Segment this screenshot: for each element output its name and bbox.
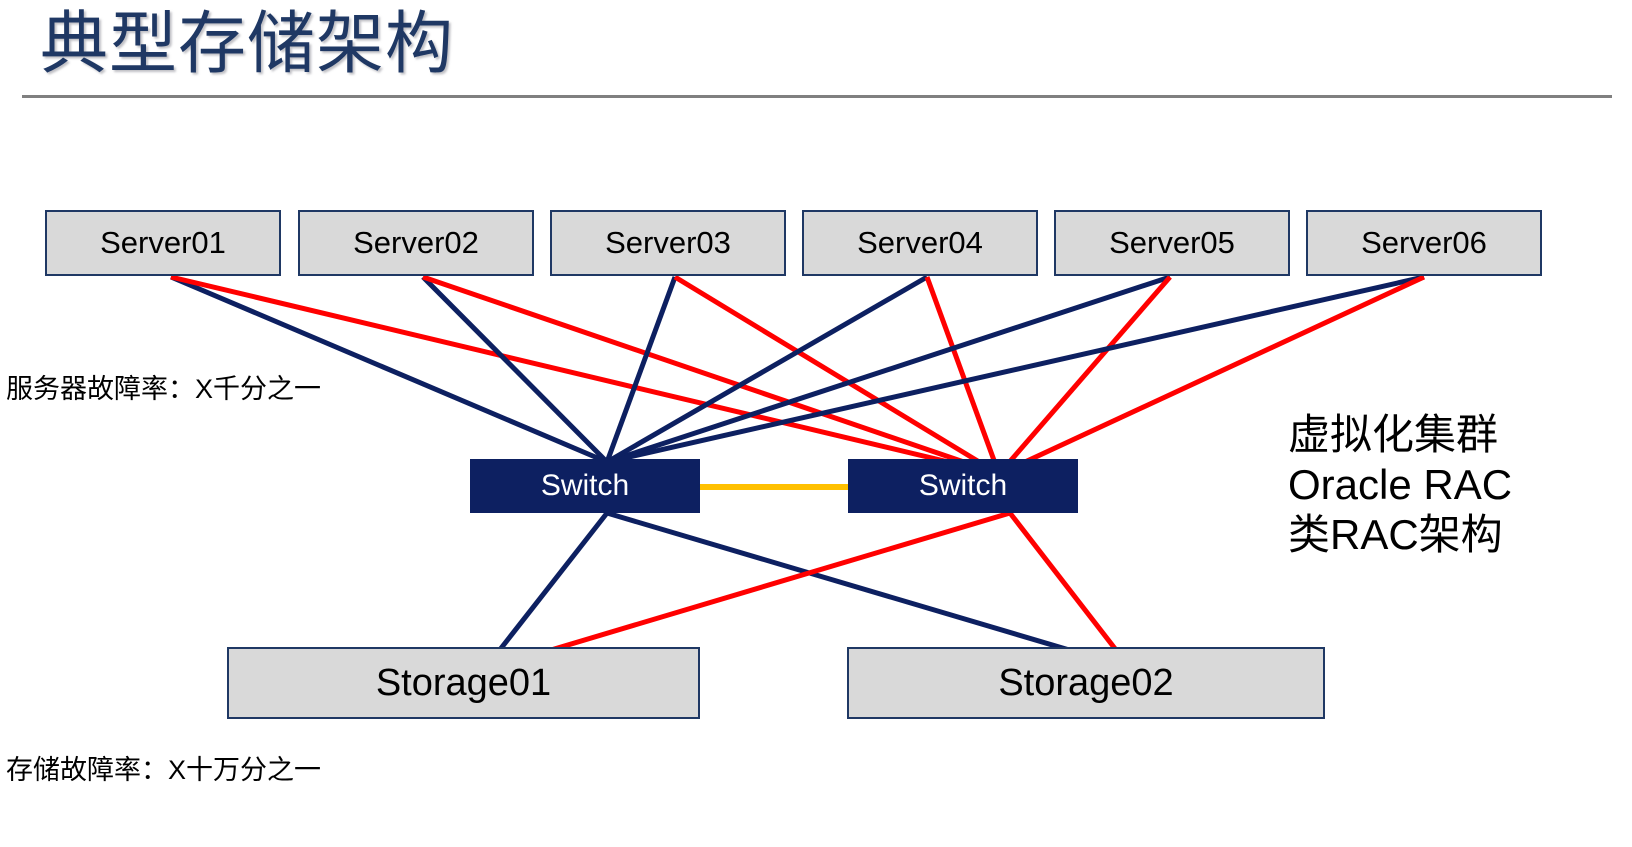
server-node-5[interactable]: Server05 [1054, 210, 1290, 276]
link-server1-switch-right [170, 274, 1000, 477]
server-node-label: Server02 [353, 225, 479, 260]
link-server1-switch-left [170, 274, 608, 465]
link-server6-switch-right [997, 274, 1426, 477]
cluster-note-line-3: 类RAC架构 [1288, 511, 1503, 558]
link-server4-switch-right [924, 276, 1002, 475]
link-server3-switch-left [604, 276, 678, 463]
link-switch-left-storage1 [482, 511, 609, 672]
cluster-note-line-1: 虚拟化集群 [1288, 411, 1499, 458]
link-server5-switch-left [606, 274, 1171, 465]
storage-failure-rate-note: 存储故障率：X十万分之一 [6, 755, 322, 785]
server-node-label: Server06 [1361, 225, 1487, 260]
server-node-label: Server04 [857, 225, 983, 260]
switch-node-right[interactable]: Switch [848, 459, 1078, 513]
page-title: 典型存储架构 [40, 6, 455, 82]
server-node-label: Server01 [100, 225, 226, 260]
cluster-note: 虚拟化集群 Oracle RAC 类RAC架构 [1288, 410, 1512, 560]
server-node-3[interactable]: Server03 [550, 210, 786, 276]
link-server4-switch-left [605, 274, 929, 465]
server-node-label: Server03 [605, 225, 731, 260]
server-node-1[interactable]: Server01 [45, 210, 281, 276]
storage-node-1[interactable]: Storage01 [227, 647, 700, 719]
server-node-2[interactable]: Server02 [298, 210, 534, 276]
server-failure-rate-note: 服务器故障率：X千分之一 [6, 374, 322, 404]
switch-node-left[interactable]: Switch [470, 459, 700, 513]
cluster-note-line-2: Oracle RAC [1288, 461, 1513, 508]
link-server3-switch-right [673, 274, 1001, 477]
link-server6-switch-left [606, 274, 1425, 465]
link-server5-switch-right [997, 275, 1172, 476]
switch-node-label: Switch [918, 469, 1008, 502]
switch-node-label: Switch [540, 469, 630, 502]
storage-node-2[interactable]: Storage02 [847, 647, 1325, 719]
link-switch-right-storage2 [1008, 511, 1132, 670]
server-node-4[interactable]: Server04 [802, 210, 1038, 276]
link-switch-left-storage2 [606, 510, 1131, 671]
server-node-label: Server05 [1109, 225, 1235, 260]
link-server2-switch-left [421, 275, 609, 464]
link-switch-right-storage1 [483, 510, 1011, 673]
storage-node-label: Storage01 [375, 661, 552, 704]
server-node-6[interactable]: Server06 [1306, 210, 1542, 276]
storage-node-label: Storage02 [998, 661, 1174, 704]
title-divider [22, 95, 1612, 98]
link-server2-switch-right [422, 274, 1000, 477]
